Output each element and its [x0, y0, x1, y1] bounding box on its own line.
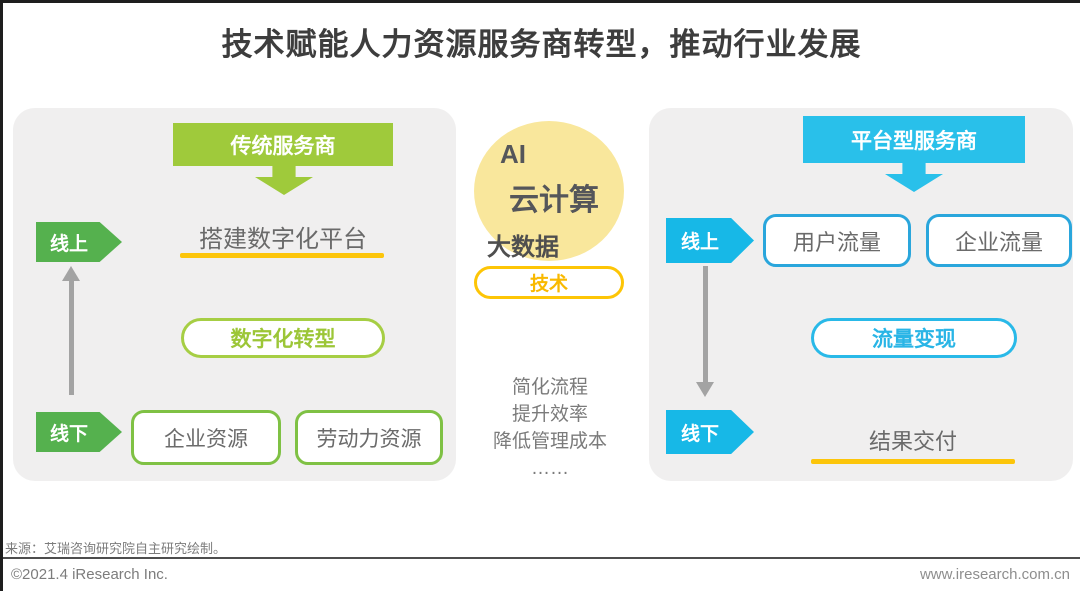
labor-resources-label: 劳动力资源: [316, 427, 422, 451]
labor-resources-box: 劳动力资源: [295, 410, 443, 465]
online-tag-right-label: 线上: [680, 232, 719, 253]
result-delivery-label: 结果交付: [868, 429, 957, 454]
technology-pill: 技术: [474, 266, 624, 299]
benefit-line: ……: [531, 458, 569, 479]
digital-transformation-label: 数字化转型: [230, 328, 336, 351]
online-tag-left-label: 线上: [49, 233, 88, 255]
traditional-provider-label: 传统服务商: [230, 134, 336, 158]
enterprise-traffic-box: 企业流量: [926, 214, 1072, 267]
benefit-line: 简化流程: [511, 377, 588, 398]
up-arrow-head-icon: [62, 266, 80, 281]
technology-bubble: [474, 121, 624, 261]
technology-pill-label: 技术: [529, 274, 568, 295]
offline-tag-right-label: 线下: [680, 423, 719, 445]
copyright-text: ©2021.4 iResearch Inc.: [11, 566, 168, 583]
cloud-computing-label: 云计算: [509, 184, 599, 217]
benefit-line: 提升效率: [511, 404, 588, 425]
down-arrow-line: [703, 266, 708, 382]
traffic-monetization-pill: 流量变现: [811, 318, 1017, 358]
digital-transformation-pill: 数字化转型: [181, 318, 385, 358]
footer-divider: [3, 557, 1080, 559]
platform-provider-banner: 平台型服务商: [803, 116, 1025, 163]
enterprise-resources-label: 企业资源: [164, 427, 248, 451]
benefits-list: 简化流程 提升效率 降低管理成本 ……: [461, 374, 639, 482]
enterprise-traffic-label: 企业流量: [954, 229, 1043, 255]
platform-provider-label: 平台型服务商: [851, 129, 977, 153]
big-data-label: 大数据: [487, 234, 559, 261]
user-traffic-label: 用户流量: [792, 229, 881, 255]
user-traffic-box: 用户流量: [763, 214, 911, 267]
down-arrow-head-icon: [696, 382, 714, 397]
page-title: 技术赋能人力资源服务商转型，推动行业发展: [221, 27, 862, 62]
digital-platform-label: 搭建数字化平台: [199, 226, 367, 253]
yellow-underline-left: [180, 253, 384, 258]
yellow-underline-right: [811, 459, 1015, 464]
website-url: www.iresearch.com.cn: [919, 566, 1070, 583]
traffic-monetization-label: 流量变现: [872, 328, 956, 351]
up-arrow-line: [69, 280, 74, 395]
traditional-provider-banner: 传统服务商: [173, 123, 393, 166]
offline-tag-left-label: 线下: [49, 423, 88, 445]
enterprise-resources-box: 企业资源: [131, 410, 281, 465]
source-note: 来源：艾瑞咨询研究院自主研究绘制。: [5, 541, 227, 556]
benefit-line: 降低管理成本: [492, 431, 607, 452]
ai-label: AI: [500, 139, 526, 169]
